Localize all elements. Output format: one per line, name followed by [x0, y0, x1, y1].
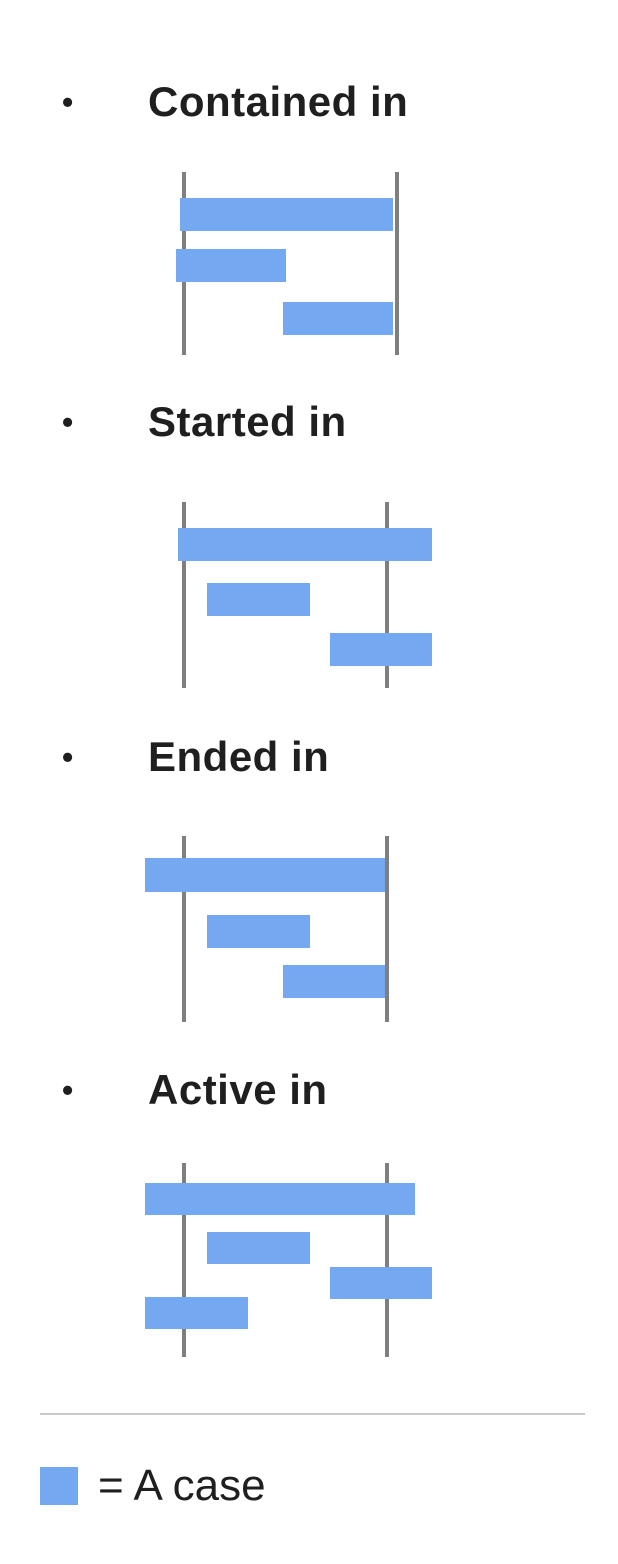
heading-label: Contained in [148, 78, 409, 125]
case-bar [176, 249, 286, 282]
case-bar [145, 858, 385, 892]
diagram-started-in [0, 502, 618, 690]
legend-label: = A case [98, 1461, 266, 1510]
heading-started-in: • Started in [0, 396, 618, 448]
case-bar [330, 1267, 432, 1299]
case-bar [283, 965, 385, 998]
case-bar [283, 302, 393, 335]
timeframe-boundary-line [385, 1163, 389, 1357]
case-bar [330, 633, 432, 666]
bullet-icon: • [62, 404, 74, 440]
timeframe-boundary-line [182, 1163, 186, 1357]
case-bar [180, 198, 393, 231]
heading-active-in: • Active in [0, 1064, 618, 1116]
case-bar [207, 1232, 310, 1264]
diagram-active-in [0, 1163, 618, 1359]
case-bar [145, 1297, 248, 1329]
bullet-icon: • [62, 739, 74, 775]
legend: = A case [40, 1462, 600, 1510]
diagram-ended-in [0, 836, 618, 1024]
case-bar [145, 1183, 415, 1215]
heading-label: Started in [148, 398, 347, 445]
case-bar [207, 583, 310, 616]
timeframe-boundary-line [395, 172, 399, 355]
case-bar [207, 915, 310, 948]
heading-contained-in: • Contained in [0, 76, 618, 128]
bullet-icon: • [62, 1072, 74, 1108]
bullet-icon: • [62, 84, 74, 120]
case-color-swatch [40, 1467, 78, 1505]
divider-line [40, 1413, 585, 1415]
timeframe-boundary-line [385, 502, 389, 688]
heading-label: Active in [148, 1066, 328, 1113]
timeframe-boundary-line [385, 836, 389, 1022]
case-bar [178, 528, 432, 561]
heading-ended-in: • Ended in [0, 731, 618, 783]
diagram-contained-in [0, 172, 618, 358]
heading-label: Ended in [148, 733, 330, 780]
timeframe-boundary-line [182, 502, 186, 688]
timeframe-boundary-line [182, 836, 186, 1022]
